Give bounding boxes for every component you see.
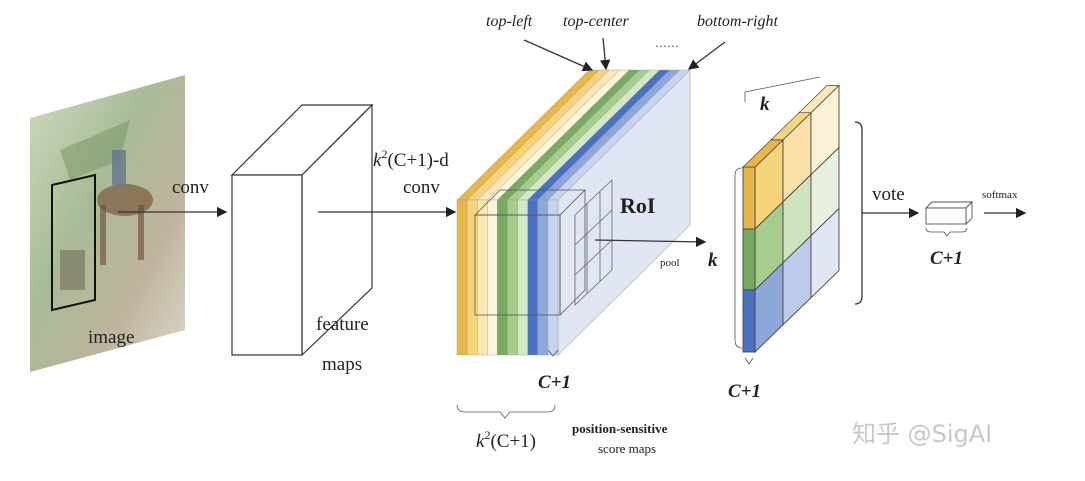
feature-maps-block xyxy=(230,103,374,357)
c1-vote-label: C+1 xyxy=(728,381,761,402)
c1-output-brace xyxy=(925,227,968,237)
pool-arrow xyxy=(594,236,707,248)
pooled-front-cell xyxy=(742,228,756,291)
c1-brace xyxy=(547,349,559,357)
ellipsis-label: …… xyxy=(655,36,679,50)
input-image xyxy=(30,75,185,372)
pooled-front-cell xyxy=(742,166,756,230)
pooled-score-grid xyxy=(742,84,840,354)
feature-maps-label-2: maps xyxy=(322,354,362,375)
c1-vote-brace xyxy=(744,357,754,365)
score-map-stripe xyxy=(497,199,508,356)
pooled-cell xyxy=(810,207,840,299)
pooled-front-cell xyxy=(742,289,756,353)
k2-conv-label: k2(C+1)-d xyxy=(373,147,449,171)
top-center-arrow xyxy=(599,37,611,71)
score-map-stripe xyxy=(517,199,528,356)
score-maps-label: score maps xyxy=(598,441,656,456)
class-score-box xyxy=(924,200,974,226)
c1-stack-label: C+1 xyxy=(538,372,571,393)
top-left-label: top-left xyxy=(486,13,533,30)
score-map-stripe xyxy=(477,199,488,356)
k2-conv-label-2: conv xyxy=(403,177,440,198)
k-top-label: k xyxy=(760,94,770,115)
c1-output-label: C+1 xyxy=(930,248,963,269)
softmax-label: softmax xyxy=(982,189,1018,201)
watermark: 知乎 @SigAI xyxy=(852,420,992,448)
roi-projection xyxy=(474,179,613,316)
score-map-stripe xyxy=(527,199,539,356)
feature-maps-label-1: feature xyxy=(316,314,369,335)
k2c-bottom-label: k2(C+1) xyxy=(476,428,536,452)
bottom-right-arrow xyxy=(687,41,726,70)
k-left-label: k xyxy=(708,250,718,271)
score-map-stripe xyxy=(466,199,478,356)
vote-label: vote xyxy=(872,184,905,205)
bottom-right-label: bottom-right xyxy=(697,13,778,30)
score-maps-block xyxy=(456,69,691,356)
top-left-arrow xyxy=(523,39,594,72)
image-label: image xyxy=(88,327,134,348)
roi-box xyxy=(51,173,96,312)
k2c-brace xyxy=(456,404,556,419)
k-left-brace xyxy=(734,167,743,349)
top-center-label: top-center xyxy=(563,13,630,30)
conv-label: conv xyxy=(172,177,209,198)
pool-label: pool xyxy=(660,257,680,269)
score-map-stripe xyxy=(487,199,498,356)
vote-bracket xyxy=(854,121,863,305)
score-map-stripe xyxy=(537,199,549,356)
score-map-stripe xyxy=(507,199,518,356)
k-top-brace xyxy=(744,76,821,102)
roi-label: RoI xyxy=(620,193,655,218)
score-map-stripe xyxy=(456,199,468,356)
score-map-stripe xyxy=(547,199,559,356)
pooled-top-cell xyxy=(798,85,840,114)
position-sensitive-label: position-sensitive xyxy=(572,421,668,436)
